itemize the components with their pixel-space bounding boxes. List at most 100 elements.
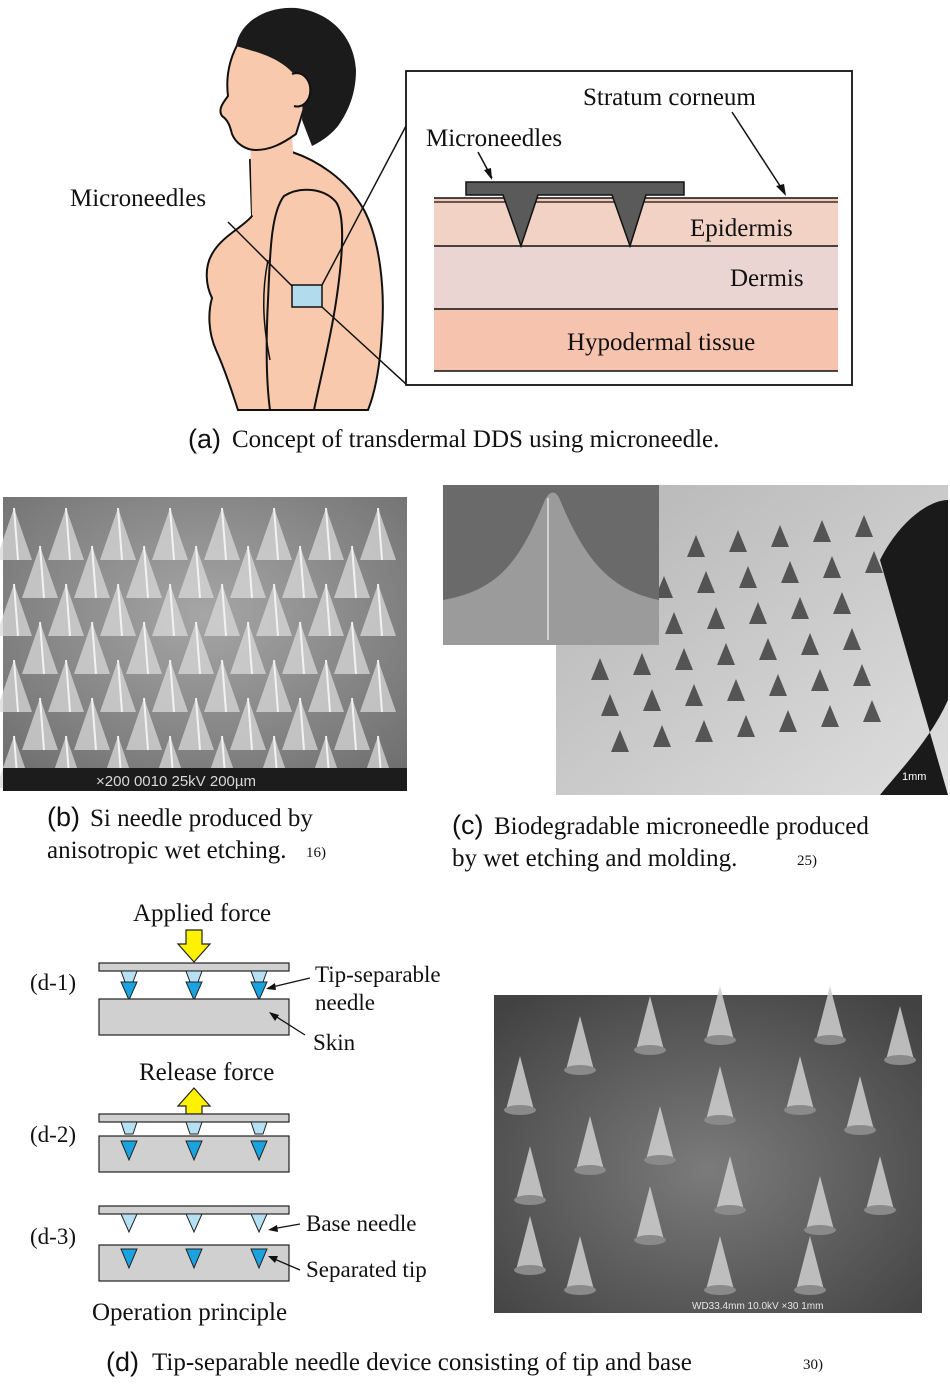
sem-cone-d <box>636 996 664 1050</box>
sem-scale-d: WD33.4mm 10.0kV ×30 1mm <box>692 1301 823 1312</box>
d2-embedded-tips <box>120 1140 268 1162</box>
zoom-line-top <box>321 125 407 286</box>
sem-image-tip-separable <box>494 995 922 1313</box>
sem-spike-highlight-b <box>91 545 97 599</box>
sem-cone-base-d <box>714 1205 746 1215</box>
sem-pyramid-c <box>675 648 693 670</box>
sem-spike-highlight-b <box>39 697 45 751</box>
sem-pyramid-c <box>833 592 851 614</box>
caption-b-ref: 16) <box>306 845 326 861</box>
sem-spike-highlight-b <box>299 621 305 675</box>
sem-needle-array-c <box>591 515 883 752</box>
sem-spike-b <box>256 660 292 712</box>
caption-d-letter: (d) <box>106 1347 139 1377</box>
label-tip-separable: Tip-separable <box>315 962 441 987</box>
sem-spike-b <box>22 698 58 750</box>
sem-spike-highlight-b <box>91 621 97 675</box>
sem-cone-d <box>816 986 844 1040</box>
label-separated-tip: Separated tip <box>306 1257 427 1282</box>
sem-pyramid-c <box>779 710 797 732</box>
sem-spike-highlight-b <box>117 583 123 637</box>
leader-stratum <box>731 111 785 193</box>
sem-spike-highlight-b <box>299 697 305 751</box>
sem-cone-d <box>506 1056 534 1110</box>
sem-spike-highlight-b <box>169 659 175 713</box>
sem-spike-b <box>178 546 214 598</box>
sem-spike-highlight-b <box>351 545 357 599</box>
sem-cone-base-d <box>884 1055 916 1065</box>
sem-spike-highlight-b <box>325 507 331 561</box>
sem-spike-b <box>22 546 58 598</box>
sem-pyramid-c <box>643 689 661 711</box>
sem-spike-highlight-b <box>351 697 357 751</box>
microneedle-patch-icon <box>291 284 323 308</box>
sem-spike-highlight-b <box>65 583 71 637</box>
sem-inset-needle-shape <box>443 492 659 645</box>
layer-dermis <box>434 246 838 309</box>
sem-pyramid-c <box>685 684 703 706</box>
sem-pyramid-c <box>771 525 789 547</box>
sem-pyramid-c <box>611 730 629 752</box>
sem-cone-base-d <box>864 1205 896 1215</box>
sem-cone-base-d <box>504 1105 536 1115</box>
label-release-force: Release force <box>139 1059 274 1086</box>
sem-pyramid-c <box>633 653 651 675</box>
sem-cone-base-d <box>794 1285 826 1295</box>
sem-spike-b <box>282 698 318 750</box>
sem-spike-b <box>100 584 136 636</box>
caption-c-line2: by wet etching and molding. <box>452 845 737 872</box>
release-force-arrow-icon <box>176 1087 212 1115</box>
sem-pyramid-c <box>739 566 757 588</box>
sem-spike-b <box>256 508 292 560</box>
sem-spike-b <box>152 508 188 560</box>
sem-cone-d <box>516 1216 544 1270</box>
sem-spike-highlight-b <box>169 583 175 637</box>
caption-c-ref: 25) <box>797 853 817 869</box>
sem-spike-b <box>282 622 318 674</box>
label-dermis: Dermis <box>730 265 804 292</box>
sem-cone-base-d <box>514 1265 546 1275</box>
sem-spike-highlight-b <box>377 583 383 637</box>
sem-dark-edge-c <box>880 500 948 795</box>
sem-pyramid-c <box>813 520 831 542</box>
sem-cone-base-d <box>704 1035 736 1045</box>
sem-cone-base-d <box>564 1285 596 1295</box>
label-base-needle: Base needle <box>306 1211 416 1236</box>
panel-b: ×200 0010 25kV 200µm (b) Si needle produ… <box>0 497 407 864</box>
sem-cone-base-d <box>844 1125 876 1135</box>
sem-spike-b <box>178 698 214 750</box>
sem-cone-d <box>796 1236 824 1290</box>
sem-spike-highlight-b <box>195 621 201 675</box>
sem-spike-b <box>204 660 240 712</box>
sem-spike-highlight-b <box>247 545 253 599</box>
sem-pyramid-c <box>769 674 787 696</box>
sem-spike-highlight-b <box>65 507 71 561</box>
label-hypodermal: Hypodermal tissue <box>567 329 755 356</box>
sem-cone-base-d <box>564 1065 596 1075</box>
sem-spike-b <box>230 546 266 598</box>
label-applied-force: Applied force <box>133 900 271 927</box>
sem-spike-highlight-b <box>13 507 19 561</box>
sem-spike-highlight-b <box>195 545 201 599</box>
sem-cone-base-d <box>634 1045 666 1055</box>
sem-spike-b <box>334 546 370 598</box>
sem-cone-base-d <box>804 1225 836 1235</box>
microneedle-device-icon <box>465 181 685 249</box>
sem-pyramid-c <box>653 725 671 747</box>
caption-c-line1: Biodegradable microneedle produced <box>494 813 869 840</box>
sem-spike-b <box>360 508 396 560</box>
sem-spike-b <box>334 698 370 750</box>
sem-spike-b <box>152 584 188 636</box>
sem-cone-d <box>846 1076 874 1130</box>
applied-force-arrow-icon <box>176 929 212 963</box>
sem-cone-d <box>866 1156 894 1210</box>
sem-spike-highlight-b <box>143 697 149 751</box>
sem-pyramid-c <box>697 571 715 593</box>
sem-spike-b <box>230 698 266 750</box>
d3-separated-tips <box>120 1248 268 1270</box>
label-operation-principle: Operation principle <box>92 1299 287 1326</box>
sem-cone-d <box>806 1176 834 1230</box>
sem-cone-d <box>646 1106 674 1160</box>
sem-spike-highlight-b <box>247 621 253 675</box>
sem-pyramid-c <box>865 551 883 573</box>
